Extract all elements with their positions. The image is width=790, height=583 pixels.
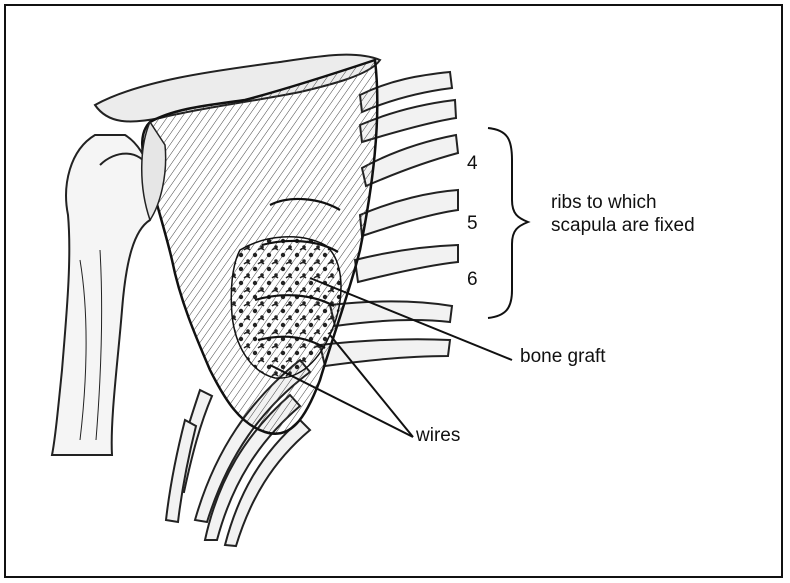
bone-graft-label: bone graft [520,345,606,368]
rib-5-label: 5 [467,212,478,235]
ribs-caption-line2: scapula are fixed [551,214,695,237]
rib-4-label: 4 [467,152,478,175]
rib-6-label: 6 [467,268,478,291]
ribs-caption-line1: ribs to which [551,191,695,214]
humerus [52,135,154,455]
ribs-brace [488,128,528,318]
ribs-caption: ribs to which scapula are fixed [551,191,695,237]
wires-label: wires [416,424,460,447]
